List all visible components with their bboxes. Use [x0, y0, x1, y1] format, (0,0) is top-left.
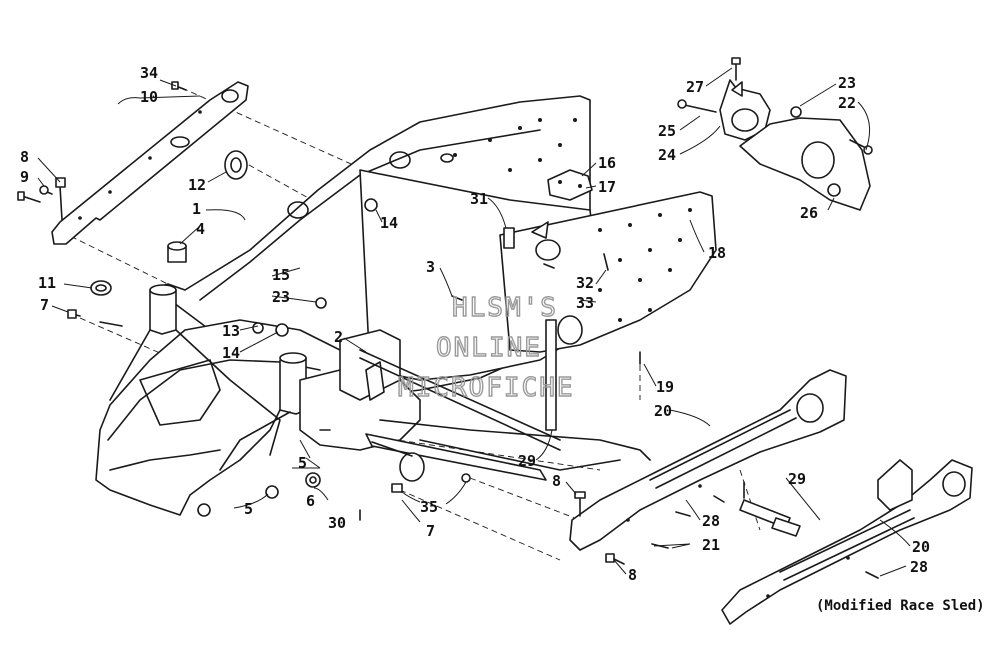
race-sled-rod	[739, 481, 801, 537]
callout-35: 35	[420, 498, 438, 516]
callout-26: 26	[800, 204, 818, 222]
watermark: HLSM'S ONLINE MICROFICHE	[397, 292, 575, 403]
callout-4: 4	[196, 220, 205, 238]
callout-3: 3	[426, 258, 435, 276]
clamp	[90, 280, 112, 296]
callout-23: 23	[272, 288, 290, 306]
callouts: 34 10 8 9 12 1 4 11 7 15 23 13 14 2 5 6 …	[20, 64, 930, 584]
grommet	[224, 150, 248, 180]
bushing	[167, 241, 187, 263]
callout-21: 21	[702, 536, 720, 554]
callout-2: 2	[334, 328, 343, 346]
callout-19: 19	[656, 378, 674, 396]
bolt-set-upper-left	[17, 81, 187, 221]
cover-plate	[739, 106, 873, 211]
race-sled-rail	[721, 459, 973, 625]
callout-27: 27	[686, 78, 704, 96]
watermark-line-3: MICROFICHE	[398, 373, 575, 403]
main-chassis	[95, 95, 717, 516]
callout-1: 1	[192, 200, 201, 218]
callout-23-right: 23	[838, 74, 856, 92]
callout-20: 20	[654, 402, 672, 420]
race-sled-caption: (Modified Race Sled)	[816, 598, 985, 614]
callout-30: 30	[328, 514, 346, 532]
callout-8-right: 8	[552, 472, 561, 490]
callout-7-lower: 7	[426, 522, 435, 540]
callout-22: 22	[838, 94, 856, 112]
callout-5-upper: 5	[298, 454, 307, 472]
callout-28: 28	[702, 512, 720, 530]
callout-15: 15	[272, 266, 290, 284]
callout-20-race: 20	[912, 538, 930, 556]
callout-10: 10	[140, 88, 158, 106]
callout-8: 8	[20, 148, 29, 166]
callout-14: 14	[222, 344, 240, 362]
fasteners	[67, 198, 879, 579]
callout-24: 24	[658, 146, 676, 164]
callout-6: 6	[306, 492, 315, 510]
callout-11: 11	[38, 274, 56, 292]
callout-31: 31	[470, 190, 488, 208]
callout-16: 16	[598, 154, 616, 172]
upper-bracket-bar	[51, 81, 249, 245]
callout-17: 17	[598, 178, 616, 196]
side-rail	[569, 369, 847, 551]
leader-lines	[37, 67, 911, 577]
callout-28-race: 28	[910, 558, 928, 576]
callout-25: 25	[658, 122, 676, 140]
watermark-line-1: HLSM'S	[452, 293, 558, 323]
callout-9: 9	[20, 168, 29, 186]
callout-34: 34	[140, 64, 158, 82]
callout-29-race: 29	[788, 470, 806, 488]
callout-29: 29	[518, 452, 536, 470]
callout-7: 7	[40, 296, 49, 314]
callout-14-upper: 14	[380, 214, 398, 232]
callout-12: 12	[188, 176, 206, 194]
callout-13: 13	[222, 322, 240, 340]
watermark-line-2: ONLINE	[436, 333, 542, 363]
callout-33: 33	[576, 294, 594, 312]
callout-8-lower: 8	[628, 566, 637, 584]
upper-right-bracket	[677, 57, 771, 141]
callout-32: 32	[576, 274, 594, 292]
callout-5-lower: 5	[244, 500, 253, 518]
callout-18: 18	[708, 244, 726, 262]
